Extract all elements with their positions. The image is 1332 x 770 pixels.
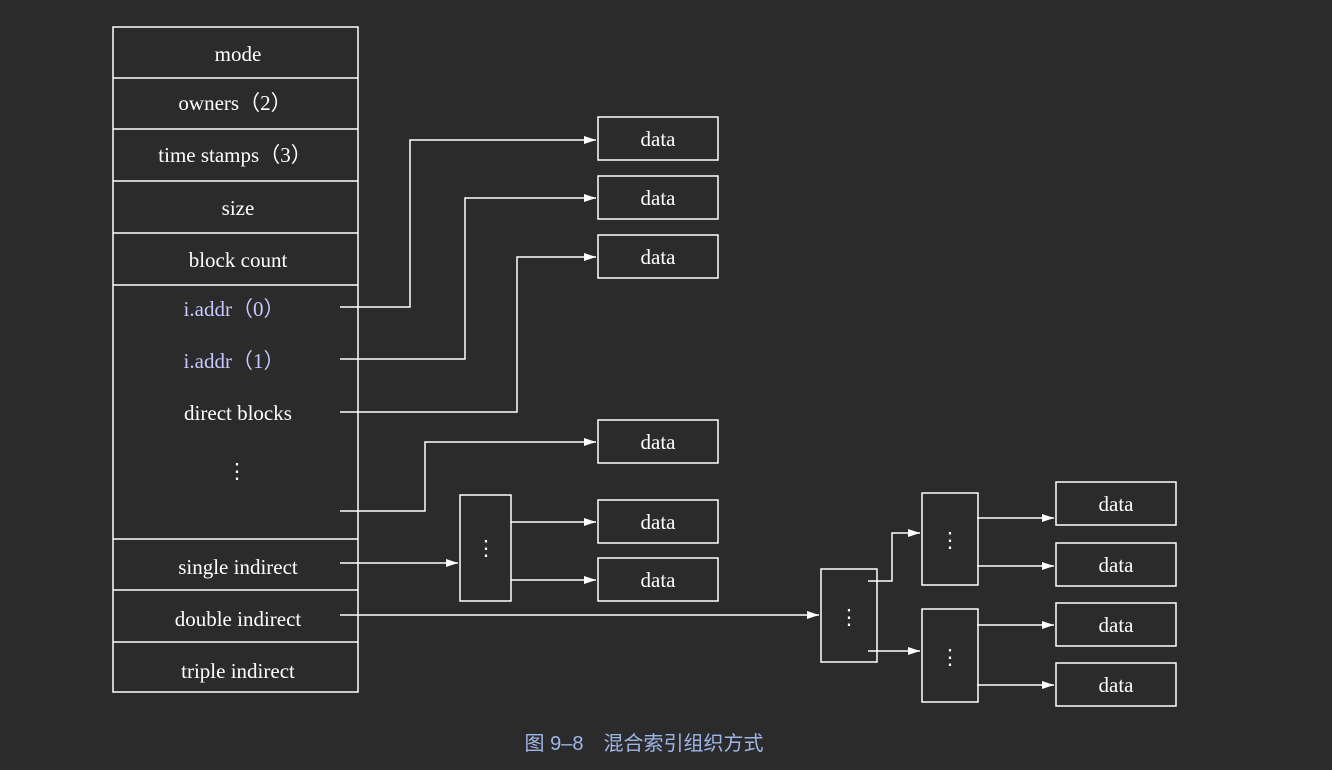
pointer-addr1 [340, 194, 596, 360]
index-ellipsis: ⋮ [839, 605, 860, 629]
index-ellipsis: ⋮ [476, 536, 497, 560]
data-block [1055, 662, 1177, 707]
data-block [597, 234, 719, 279]
pointer-direct [340, 253, 596, 413]
double-second-index-block [921, 608, 979, 703]
field-direct-blocks: direct blocks [184, 401, 292, 425]
data-block [597, 419, 719, 464]
double-second-index-block [921, 492, 979, 586]
index-ellipsis: ⋮ [940, 645, 961, 669]
field-double-indirect: double indirect [175, 607, 302, 631]
data-label: data [641, 430, 677, 454]
data-label: data [1099, 492, 1135, 516]
field-owners: owners（2） [178, 91, 291, 115]
single-index-block [459, 494, 512, 602]
data-label: data [1099, 553, 1135, 577]
double-first-index-block [820, 568, 878, 663]
field-time-stamps: time stamps（3） [158, 143, 311, 167]
pointer-double-to-index [868, 529, 920, 582]
figure-caption: 图 9–8 混合索引组织方式 [525, 732, 764, 755]
field-single-indirect: single indirect [178, 555, 298, 579]
index-ellipsis: ⋮ [940, 528, 961, 552]
data-label: data [1099, 613, 1135, 637]
data-label: data [641, 510, 677, 534]
pointer-addr0 [340, 136, 596, 308]
data-label: data [641, 245, 677, 269]
field-addr-0: i.addr（0） [184, 297, 285, 321]
data-label: data [641, 568, 677, 592]
data-block [597, 499, 719, 544]
field-triple-indirect: triple indirect [181, 659, 295, 683]
field-size: size [222, 196, 255, 220]
field-block-count: block count [189, 248, 288, 272]
data-block [597, 557, 719, 602]
data-block [597, 175, 719, 220]
data-label: data [641, 186, 677, 210]
data-label: data [641, 127, 677, 151]
data-label: data [1099, 673, 1135, 697]
data-block [1055, 602, 1177, 647]
data-block [1055, 542, 1177, 587]
field-ellipsis: ⋮ [227, 459, 248, 483]
data-block [1055, 481, 1177, 526]
field-addr-1: i.addr（1） [184, 349, 285, 373]
data-block [597, 116, 719, 161]
field-mode: mode [215, 42, 262, 66]
pointer-last-direct [340, 438, 596, 512]
